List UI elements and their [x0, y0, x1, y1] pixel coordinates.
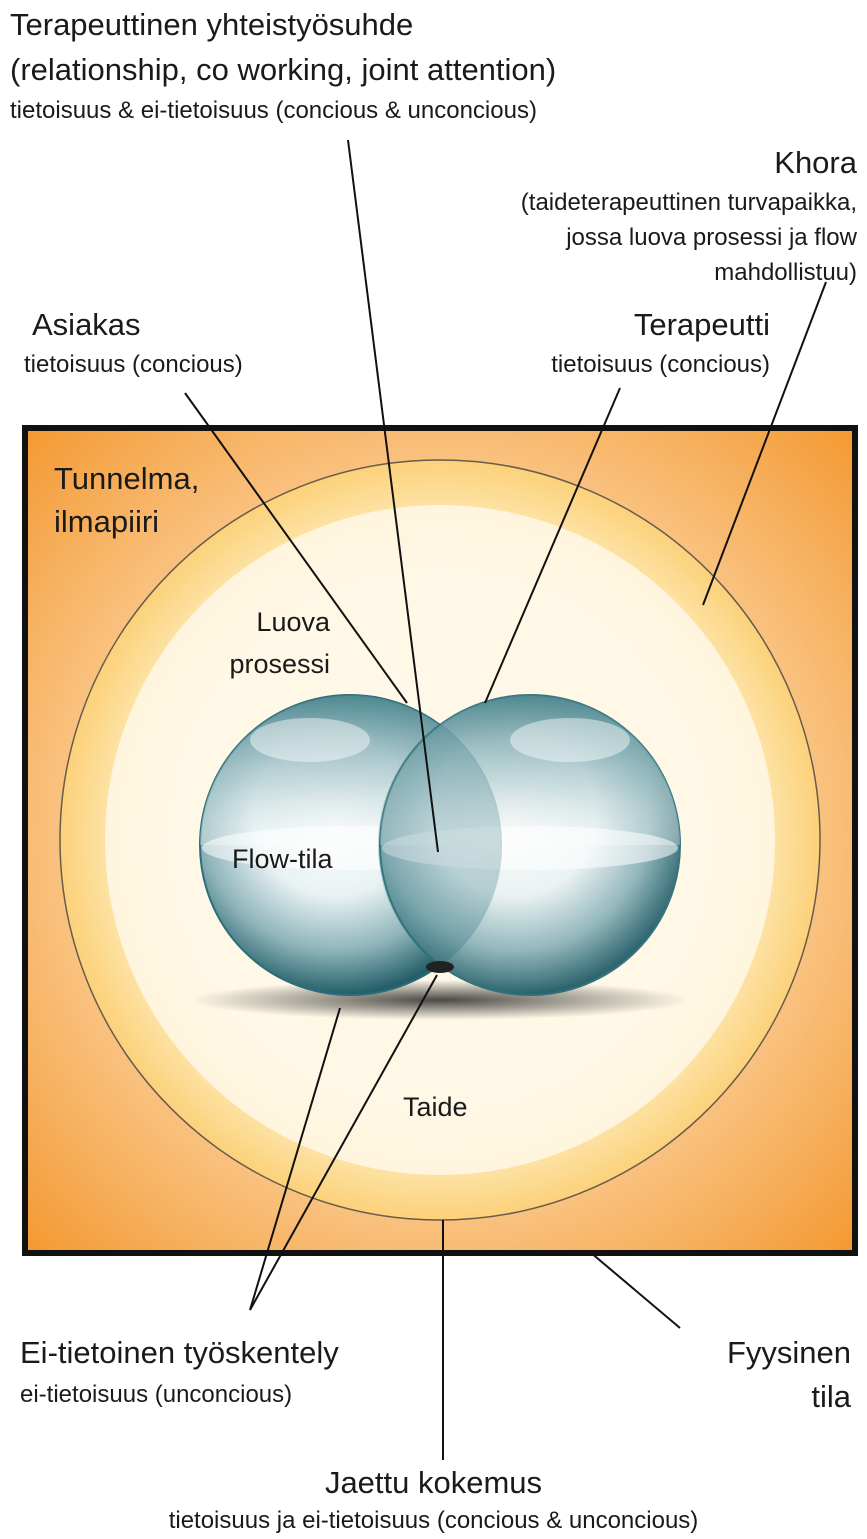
client-title: Asiakas: [32, 308, 141, 342]
shared-experience-detail: tietoisuus ja ei-tietoisuus (concious & …: [0, 1508, 867, 1534]
flow-state-label: Flow-tila: [232, 845, 333, 875]
creative-process-line2: prosessi: [229, 650, 330, 680]
creative-process-line1: Luova: [256, 608, 330, 638]
overlap-base-dot: [426, 961, 454, 973]
therapist-detail: tietoisuus (concious): [551, 352, 770, 378]
sphere-shadow: [190, 980, 690, 1020]
physical-space-line1: Fyysinen: [727, 1336, 851, 1370]
physical-space-line2: tila: [811, 1380, 851, 1414]
unconscious-work-title: Ei-tietoinen työskentely: [20, 1336, 339, 1370]
khora-line2: jossa luova prosessi ja flow: [566, 225, 857, 251]
relationship-subtitle: (relationship, co working, joint attenti…: [10, 53, 556, 87]
therapist-title: Terapeutti: [634, 308, 770, 342]
shared-experience-title: Jaettu kokemus: [0, 1466, 867, 1500]
khora-line3: mahdollistuu): [714, 260, 857, 286]
relationship-detail: tietoisuus & ei-tietoisuus (concious & u…: [10, 98, 537, 124]
art-label: Taide: [403, 1093, 468, 1123]
khora-title: Khora: [774, 146, 857, 180]
relationship-title: Terapeuttinen yhteistyösuhde: [10, 8, 413, 42]
client-detail: tietoisuus (concious): [24, 352, 243, 378]
atmosphere-line2: ilmapiiri: [54, 505, 159, 539]
khora-line1: (taideterapeuttinen turvapaikka,: [521, 190, 857, 216]
atmosphere-line1: Tunnelma,: [54, 462, 199, 496]
leader-line-physical-space: [590, 1252, 680, 1328]
unconscious-work-detail: ei-tietoisuus (unconcious): [20, 1382, 292, 1408]
